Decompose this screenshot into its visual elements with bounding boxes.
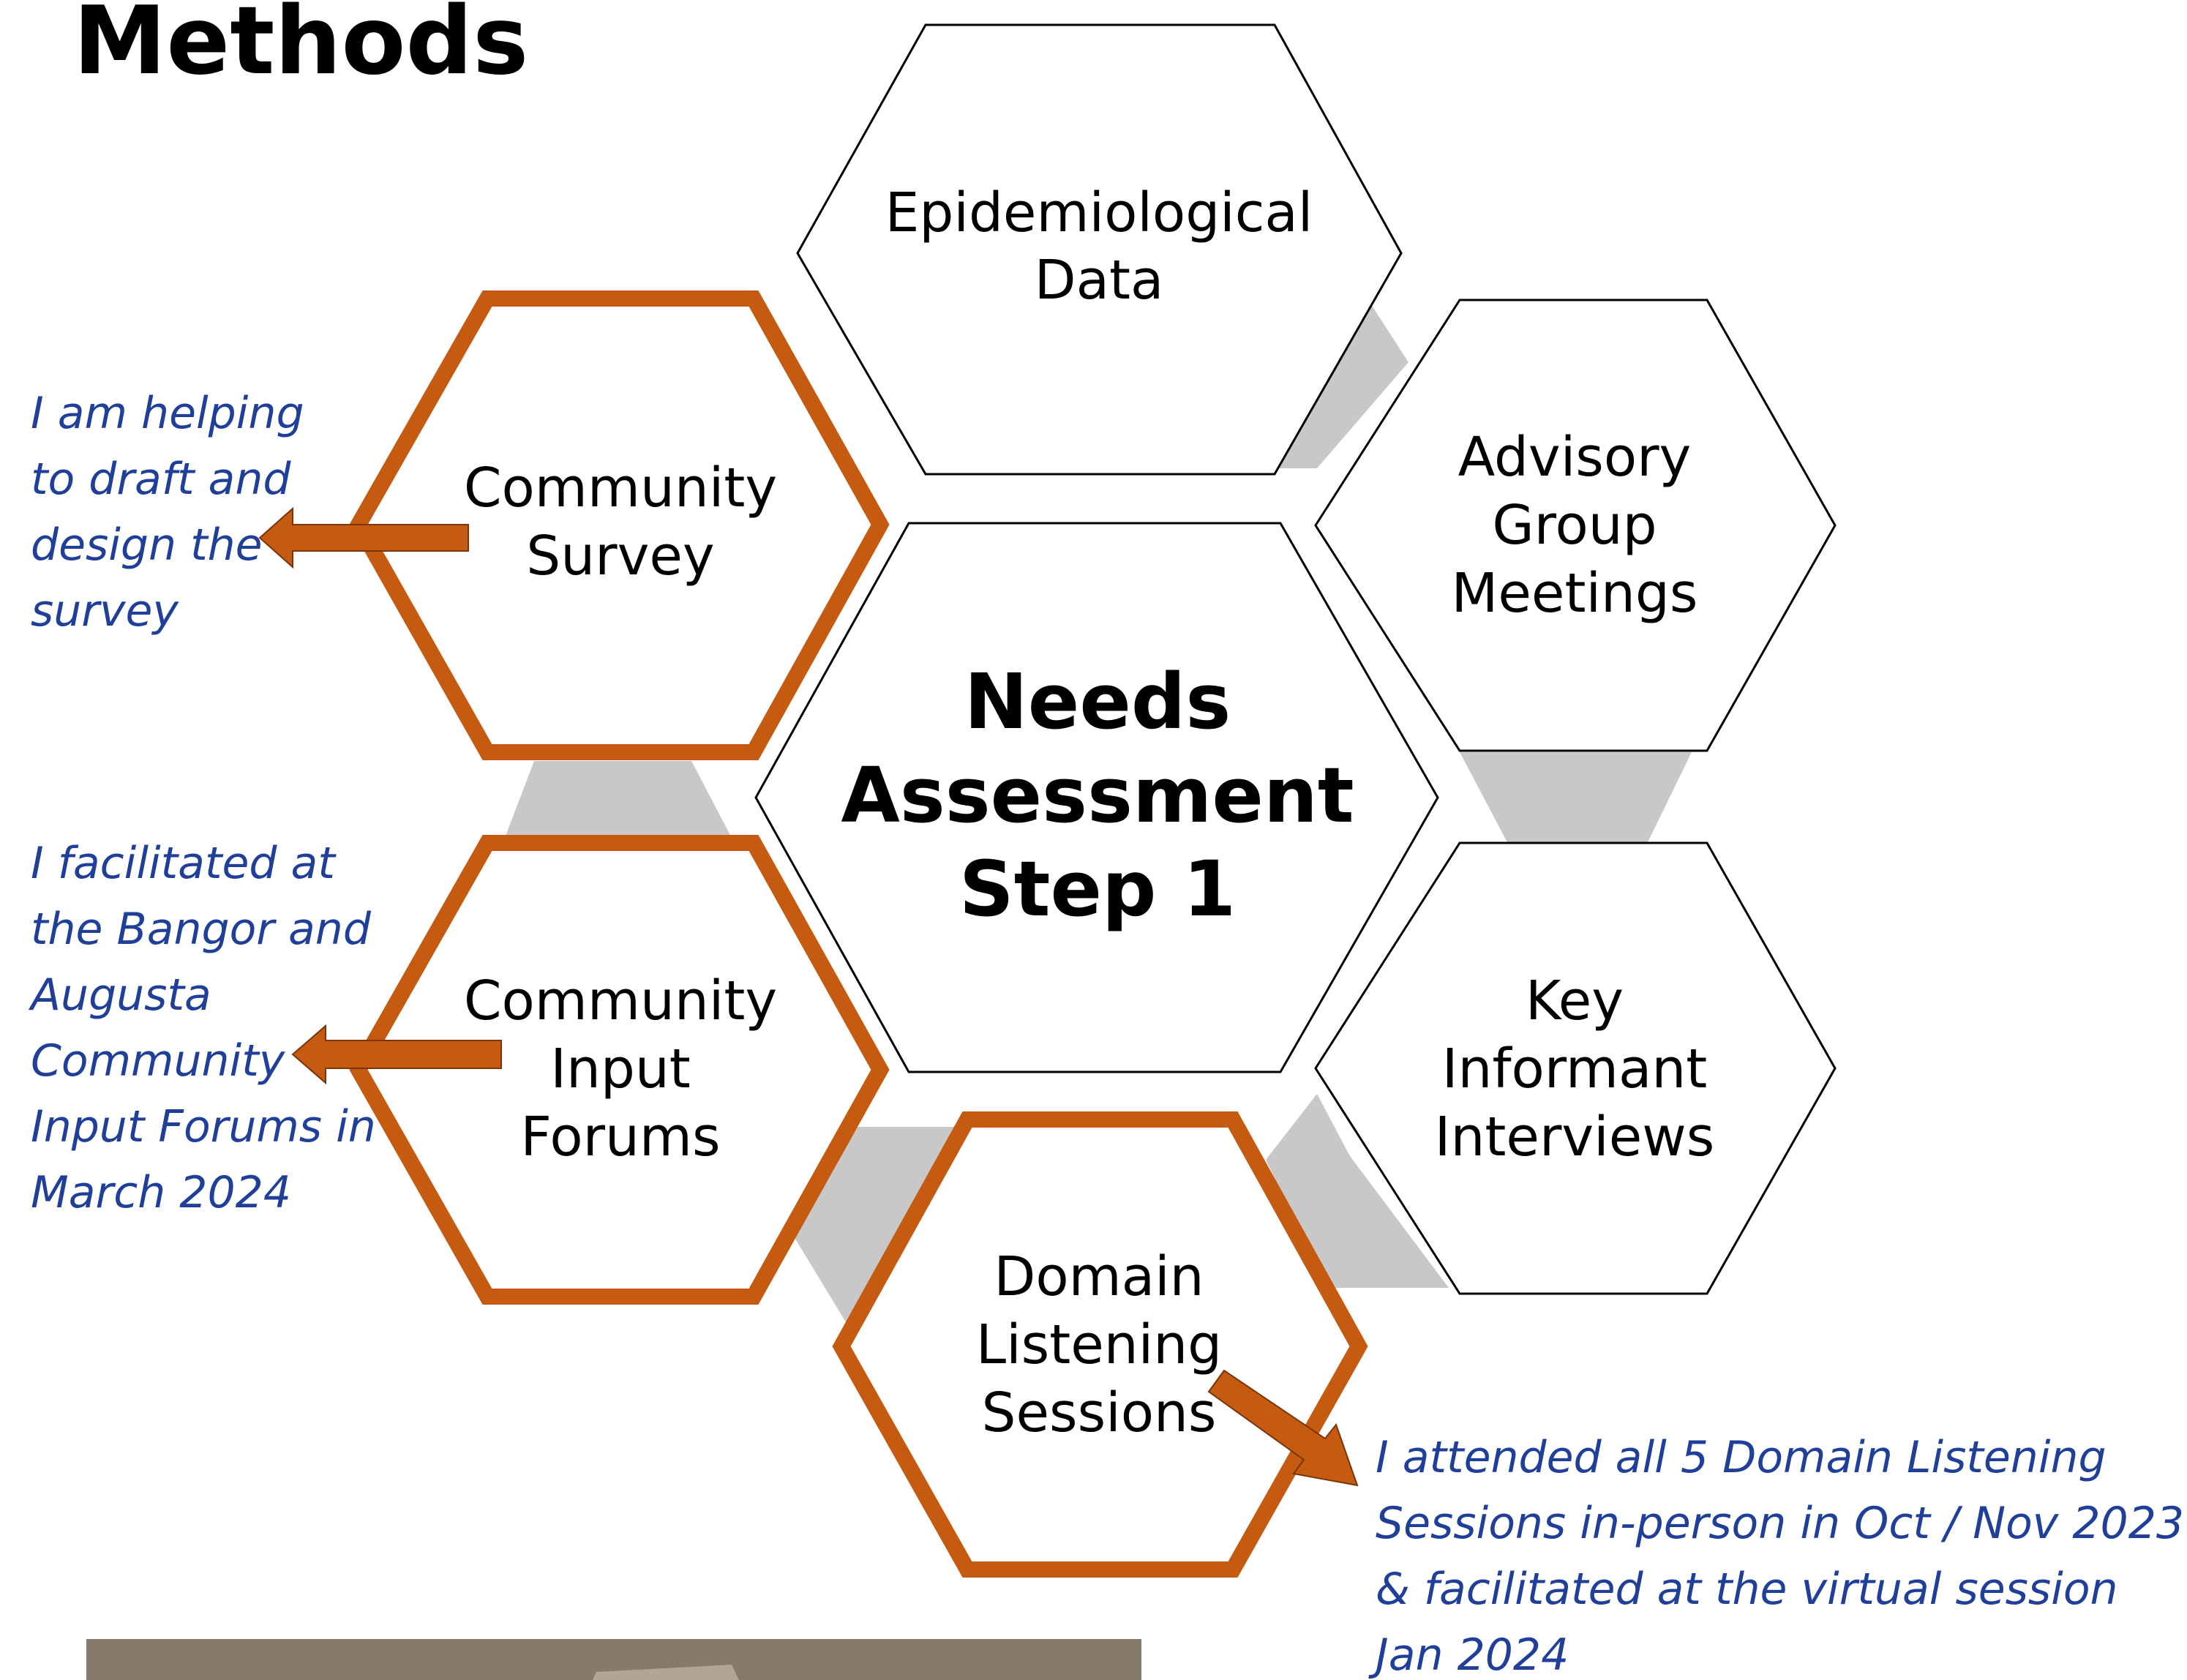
hex-listening-line-2: Listening — [976, 1313, 1222, 1376]
connector-listening-keyinformant — [1266, 1094, 1449, 1288]
note-listening-line-2: Sessions in-person in Oct / Nov 2023 — [1376, 1498, 2184, 1549]
hex-survey-line-1: Community — [464, 457, 777, 520]
hex-center-line-3: Step 1 — [959, 844, 1236, 934]
note-listening-line-1: I attended all 5 Domain Listening — [1376, 1432, 2107, 1483]
connectors — [505, 300, 1692, 1339]
arrow-forums-note — [291, 1024, 502, 1085]
connector-epidemiological-advisory — [1277, 300, 1408, 468]
hex-forums-shape — [349, 835, 890, 1305]
note-forums-line-5: Input Forums in — [31, 1101, 376, 1152]
hex-listening-shape — [832, 1111, 1368, 1578]
hex-center-shape — [754, 522, 1439, 1073]
hex-epidemiological-line-1: Epidemiological — [885, 181, 1313, 244]
hex-key-informant-shape — [1314, 841, 1837, 1295]
hex-forums-line-3: Forums — [520, 1106, 720, 1169]
hex-key-informant-line-3: Interviews — [1435, 1106, 1715, 1169]
hex-advisory-line-1: Advisory — [1458, 426, 1692, 489]
note-survey-line-2: to draft and — [31, 454, 291, 505]
hex-advisory-line-2: Group — [1492, 494, 1657, 557]
note-listening-line-3: & facilitated at the virtual session — [1376, 1564, 2118, 1615]
connector-advisory-keyinformant — [1460, 752, 1692, 845]
hex-center-line-2: Assessment — [841, 751, 1354, 840]
hex-advisory-shape — [1314, 299, 1837, 752]
hex-listening-line-1: Domain — [994, 1245, 1204, 1308]
hex-listening-line-3: Sessions — [982, 1381, 1217, 1444]
hex-survey-line-2: Survey — [526, 525, 714, 588]
note-forums-line-1: I facilitated at — [31, 838, 337, 889]
note-survey: I am helping to draft and design the survey — [31, 388, 304, 637]
hex-center-line-1: Needs — [964, 657, 1231, 746]
note-survey-line-3: design the — [31, 520, 263, 571]
note-forums-line-2: the Bangor and — [31, 904, 372, 955]
arrow-survey-note — [258, 506, 469, 569]
hex-key-informant-line-1: Key — [1526, 970, 1624, 1032]
hex-epidemiological-line-2: Data — [1035, 249, 1164, 312]
note-listening-line-4: Jan 2024 — [1368, 1630, 1569, 1680]
arrows — [258, 506, 1359, 1487]
note-forums-line-6: March 2024 — [31, 1167, 291, 1218]
note-survey-text: I am helping to draft and design the survey — [31, 388, 304, 637]
arrow-listening-note — [1207, 1369, 1359, 1487]
hex-key-informant-line-2: Informant — [1442, 1038, 1708, 1100]
page-title: Methods — [73, 0, 528, 96]
note-survey-line-1: I am helping — [31, 388, 304, 439]
note-survey-line-4: survey — [31, 585, 179, 637]
connector-forums-listening — [794, 1127, 955, 1339]
hex-advisory-line-3: Meetings — [1452, 562, 1698, 625]
note-forums-line-3: Augusta — [28, 970, 211, 1021]
photo — [86, 1639, 1141, 1680]
hex-epidemiological-shape — [796, 23, 1403, 476]
note-forums-line-4: Community — [31, 1035, 286, 1087]
hex-forums-line-1: Community — [464, 970, 777, 1032]
photo-highlight — [593, 1665, 739, 1680]
connector-survey-forums — [505, 761, 732, 838]
hex-forums-line-2: Input — [550, 1038, 691, 1100]
